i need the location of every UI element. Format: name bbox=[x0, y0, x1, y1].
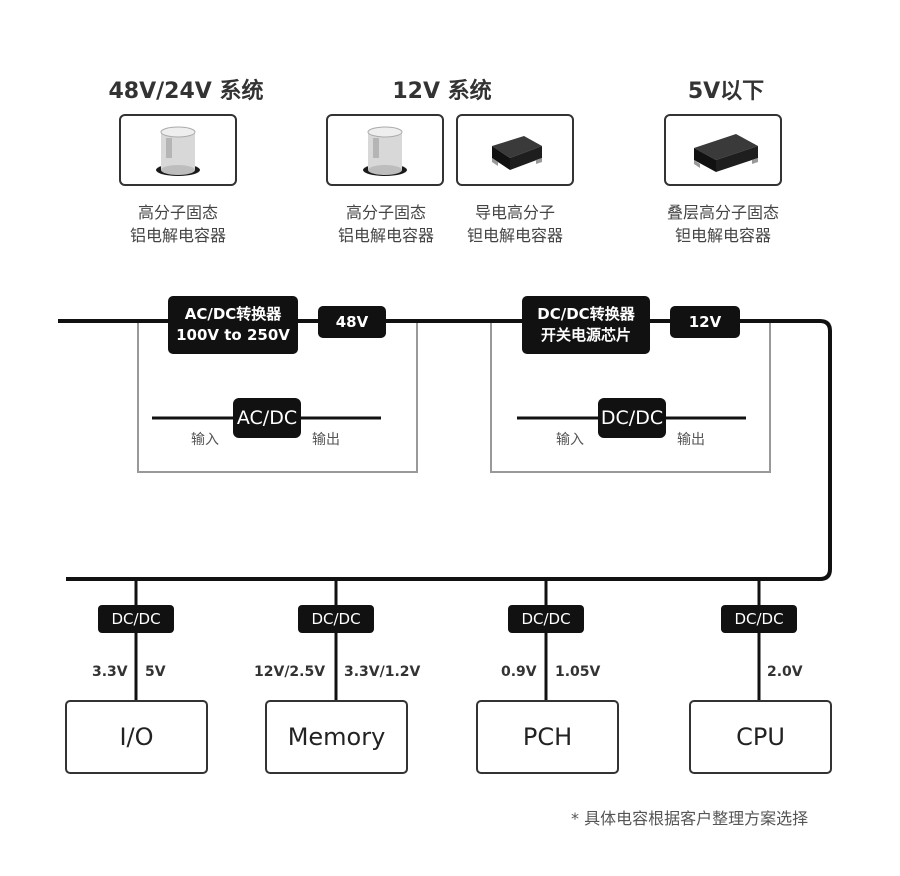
io-load-box: I/O bbox=[65, 700, 208, 774]
capacitor-label: 高分子固态 铝电解电容器 bbox=[316, 201, 456, 247]
smd-tantalum-capacitor-icon bbox=[492, 136, 542, 170]
capacitor-label: 叠层高分子固态 钽电解电容器 bbox=[653, 201, 793, 247]
capacitor-card bbox=[456, 114, 574, 186]
acdc-input-label: 输入 bbox=[191, 432, 219, 448]
pch-load-box: PCH bbox=[476, 700, 619, 774]
memory-voltage-right: 3.3V/1.2V bbox=[344, 664, 421, 680]
capacitor-label-line: 钽电解电容器 bbox=[674, 226, 771, 245]
capacitor-card bbox=[119, 114, 237, 186]
acdc-output-label: 输出 bbox=[312, 432, 340, 448]
capacitor-label: 导电高分子 钽电解电容器 bbox=[445, 201, 585, 247]
memory-dcdc-converter: DC/DC bbox=[298, 605, 374, 633]
acdc-converter-range: 100V to 250V bbox=[176, 326, 290, 344]
capacitor-label-line: 铝电解电容器 bbox=[337, 226, 434, 245]
acdc-output-voltage: 48V bbox=[318, 306, 386, 338]
radial-aluminum-capacitor-icon bbox=[363, 126, 407, 176]
smd-tantalum-capacitor-icon bbox=[694, 134, 758, 172]
pch-dcdc-converter: DC/DC bbox=[508, 605, 584, 633]
pch-voltage-left: 0.9V bbox=[501, 664, 537, 680]
acdc-block: AC/DC bbox=[233, 398, 301, 438]
memory-voltage-left: 12V/2.5V bbox=[254, 664, 326, 680]
pch-voltage-right: 1.05V bbox=[555, 664, 601, 680]
capacitor-label-line: 叠层高分子固态 bbox=[666, 203, 779, 222]
capacitor-label-line: 高分子固态 bbox=[345, 203, 426, 222]
cpu-dcdc-converter: DC/DC bbox=[721, 605, 797, 633]
capacitor-label-line: 高分子固态 bbox=[137, 203, 218, 222]
group-title-48v: 48V/24V 系统 bbox=[108, 79, 264, 104]
dcdc-converter-label: DC/DC转换器 开关电源芯片 bbox=[522, 296, 650, 354]
dcdc-block: DC/DC bbox=[598, 398, 666, 438]
capacitor-label: 高分子固态 铝电解电容器 bbox=[108, 201, 248, 247]
capacitor-card bbox=[664, 114, 782, 186]
io-voltage-right: 5V bbox=[145, 664, 166, 680]
capacitor-label-line: 导电高分子 bbox=[474, 203, 555, 222]
io-dcdc-converter: DC/DC bbox=[98, 605, 174, 633]
acdc-converter-title: AC/DC转换器 bbox=[184, 305, 282, 323]
cpu-voltage-right: 2.0V bbox=[767, 664, 803, 680]
main-power-bus bbox=[58, 319, 832, 581]
capacitor-label-line: 铝电解电容器 bbox=[129, 226, 226, 245]
acdc-converter-label: AC/DC转换器 100V to 250V bbox=[168, 296, 298, 354]
memory-load-box: Memory bbox=[265, 700, 408, 774]
radial-aluminum-capacitor-icon bbox=[156, 126, 200, 176]
io-voltage-left: 3.3V bbox=[92, 664, 128, 680]
dcdc-output-voltage: 12V bbox=[670, 306, 740, 338]
dcdc-input-label: 输入 bbox=[556, 432, 584, 448]
cpu-load-box: CPU bbox=[689, 700, 832, 774]
dcdc-converter-type: 开关电源芯片 bbox=[540, 326, 631, 344]
group-title-5v: 5V以下 bbox=[687, 79, 765, 104]
capacitor-label-line: 钽电解电容器 bbox=[466, 226, 563, 245]
capacitor-card bbox=[326, 114, 444, 186]
footnote: * 具体电容根据客户整理方案选择 bbox=[571, 809, 809, 828]
dcdc-output-label: 输出 bbox=[677, 432, 705, 448]
dcdc-converter-title: DC/DC转换器 bbox=[537, 305, 635, 323]
group-title-12v: 12V 系统 bbox=[392, 79, 492, 104]
